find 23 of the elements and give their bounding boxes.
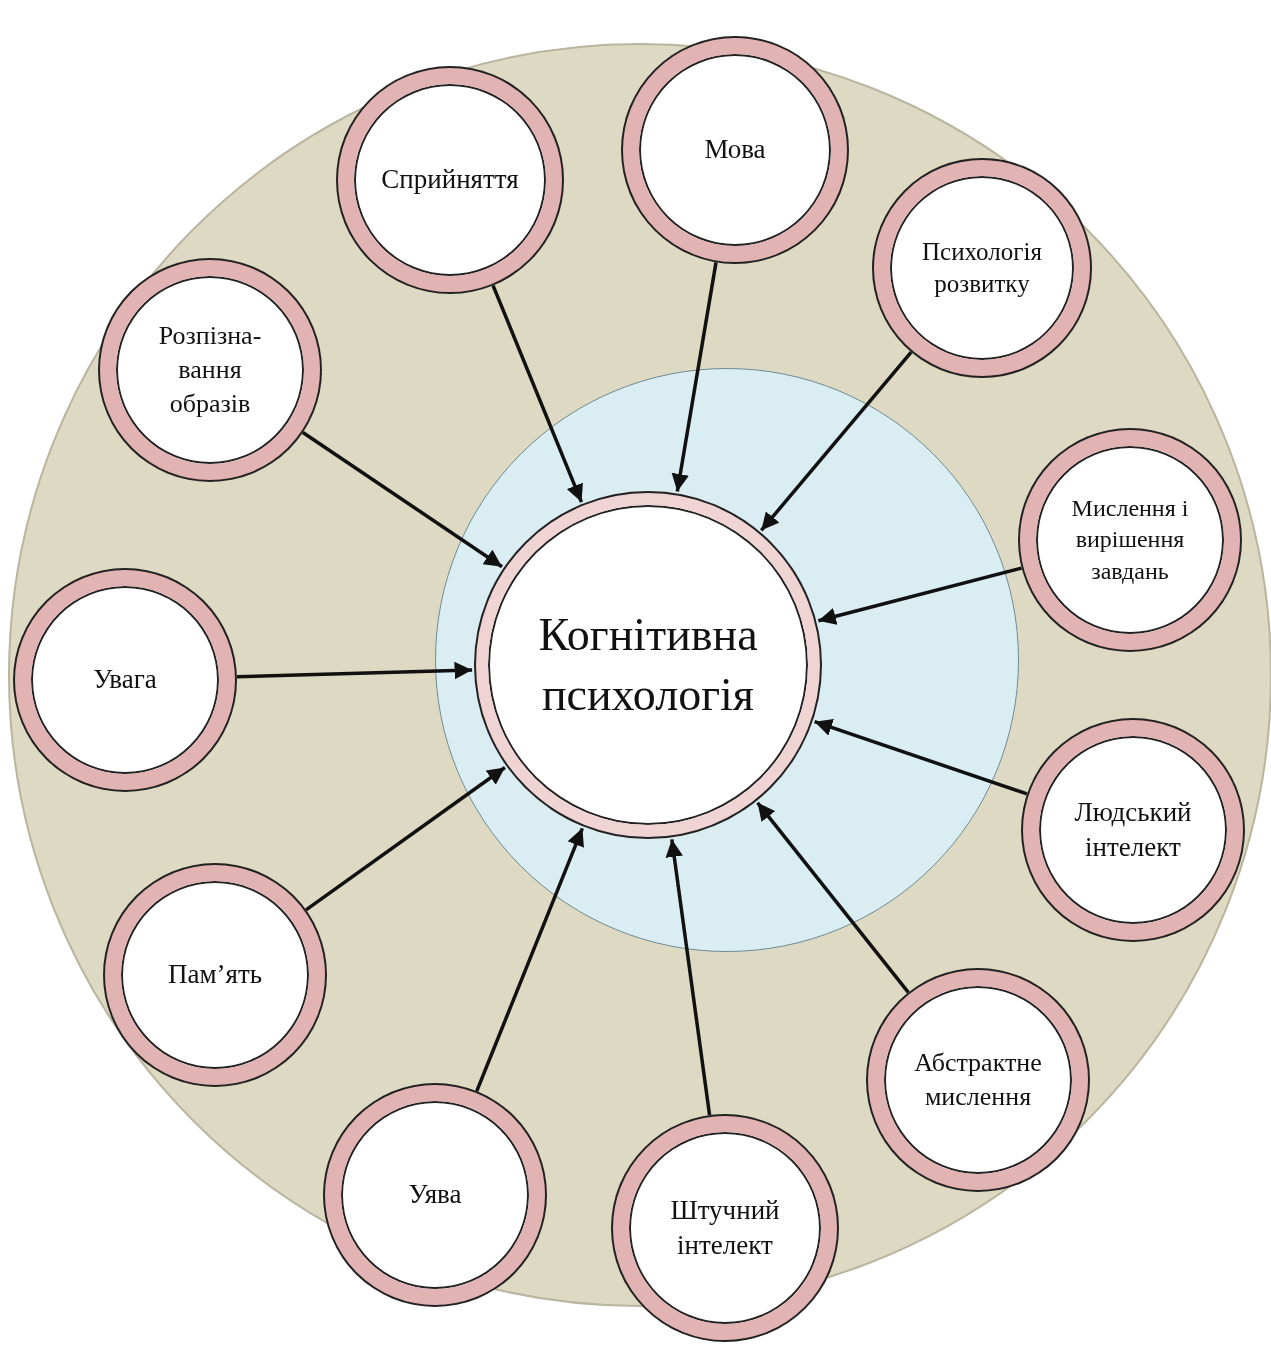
- node-label: Когнітивна психологія: [537, 608, 759, 722]
- arrow: [665, 839, 712, 1116]
- arrow: [475, 827, 584, 1092]
- arrow: [814, 719, 1028, 796]
- node-label: Пам’ять: [167, 958, 263, 992]
- arrow: [671, 262, 718, 492]
- node-label: Уява: [408, 1178, 462, 1212]
- node-label: Увага: [93, 663, 157, 697]
- arrow: [817, 566, 1023, 625]
- arrow: [236, 661, 473, 680]
- arrow: [491, 284, 584, 503]
- node-label: Людський інтелект: [1073, 795, 1193, 864]
- arrow: [301, 431, 503, 569]
- node-label: Абстрактне мислення: [913, 1047, 1043, 1113]
- node-label: Розпізна- вання образів: [157, 320, 263, 420]
- arrow: [759, 351, 913, 532]
- arrow: [305, 766, 506, 912]
- arrow: [756, 801, 910, 994]
- node-label: Психологія розвитку: [921, 236, 1043, 299]
- node-label: Сприйняття: [381, 163, 519, 197]
- node-label: Штучний інтелект: [669, 1193, 781, 1262]
- node-label: Мова: [704, 133, 766, 167]
- node-label: Мислення і вирішення завдань: [1070, 494, 1190, 586]
